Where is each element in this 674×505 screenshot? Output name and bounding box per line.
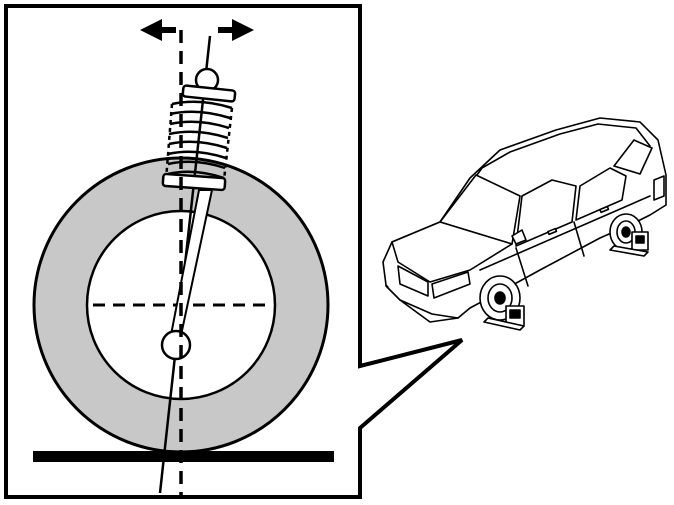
front-alignment-sensor — [483, 305, 525, 331]
rear-side-window — [575, 167, 627, 221]
front-grille — [397, 265, 429, 297]
front-bumper — [385, 285, 459, 319]
upper-spring-seat — [181, 84, 237, 103]
arrow-right-icon — [218, 19, 254, 41]
door-handle-rear — [599, 205, 610, 214]
lower-spring-seat — [161, 172, 227, 192]
car-illustration — [382, 117, 667, 331]
tail-light — [653, 175, 665, 201]
front-door-line — [515, 247, 529, 287]
rear-window — [613, 139, 653, 175]
knuckle-knob — [160, 329, 192, 361]
ground-line — [33, 451, 334, 462]
headlight — [431, 271, 471, 299]
detail-panel — [4, 4, 464, 499]
rear-alignment-sensor — [609, 231, 649, 257]
side-mirror — [511, 229, 527, 245]
door-handle — [547, 227, 558, 236]
arrow-left-icon — [140, 19, 176, 41]
body-crease — [479, 195, 651, 271]
car-hood — [391, 221, 513, 283]
